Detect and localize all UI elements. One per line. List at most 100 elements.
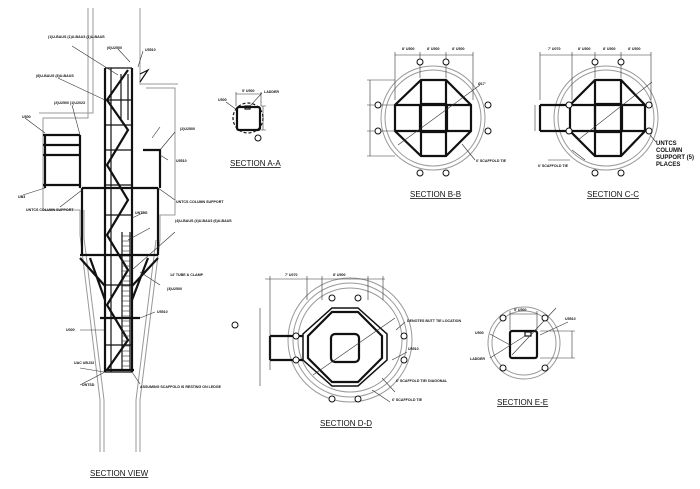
anchor-bolt [591,58,599,66]
b-dim-3: 8' U500 [452,47,464,51]
anchor-bolt [442,58,450,66]
a-ladder: LADDER [264,90,279,94]
section-d-title: SECTION D-D [320,419,372,428]
anchor-bolt [374,127,382,135]
anchor-bolt [617,58,625,66]
d-tie: 6' SCAFFOLD TIE [392,398,423,402]
e-dim: 5' U500 [514,308,526,312]
callout-left-support: UNTCS COLUMN SUPPORT [26,208,74,212]
callout-top-bays: (1)U-BAUS (1)U-BAU3 (1)U-BAUS [48,35,105,39]
callout-u500: U500 [22,115,31,119]
callout-tube: 14' TUBE & CLAMP [170,273,204,277]
anchor-bolt [565,127,573,135]
platform-mid [80,186,158,255]
right-bracket [143,148,162,188]
section-c-c: 7' U070 8' U500 8' U500 8' U500 6' SCAFF… [534,47,659,199]
callout-u2500-right: (2)U2500 [180,127,195,131]
callout-right-support: UNTCS COLUMN SUPPORT [176,200,224,204]
callout-bearing: ASSUMING SCAFFOLD IS RESTING ON LEDGE [140,385,222,389]
anchor-bolt [499,314,507,322]
c-dim-1: 7' U070 [548,47,560,51]
anchor-bolt [617,169,625,177]
b-dim-1: 8' U500 [402,47,414,51]
anchor-bolt [645,101,653,109]
anchor-bolt [541,314,549,322]
anchor-bolt [499,364,507,372]
d-u5510: U5510 [408,347,419,351]
d-tie-location: DENOTES BUTT TIE LOCATION [407,319,461,323]
section-c-title: SECTION C-C [587,190,639,199]
ladder-rungs [122,235,130,367]
anchor-bolt [292,332,300,340]
anchor-bolt [484,101,492,109]
callout-u5510-right: U5510 [176,159,187,163]
d-diagonal: 6' SCAFFOLD TIE/ DIAGONAL [396,379,448,383]
right-wall-outer [139,8,178,85]
anchor-bolt [645,127,653,135]
callout-leaders [22,45,176,386]
scaffold-tower [103,67,134,373]
e-ladder: LADDER [470,357,485,361]
anchor-bolt [354,395,362,403]
section-view-title: SECTION VIEW [90,469,149,478]
anchor-bolt [442,169,450,177]
c-dim-4: 8' U500 [628,47,640,51]
section-b-title: SECTION B-B [410,190,461,199]
b-dim-2: 8' U500 [427,47,439,51]
top-bracket [139,68,150,83]
section-view: (1)U-BAUS (1)U-BAU3 (1)U-BAUS (6)U2500 U… [18,8,232,478]
left-wall-outer [42,8,101,452]
callout-u2500-left: (2)U2500 (1)U2023 [54,101,85,105]
anchor-bolt [328,395,336,403]
left-wall-line [83,210,105,452]
c-dim-2: 8' U500 [578,47,590,51]
left-wall-inner [39,8,94,114]
callout-u5510-top: U5510 [145,48,156,52]
callout-bays-2: (8)U-BAUS (8)U-BAUS [36,74,74,78]
callout-untsg: UNTSG [135,211,148,215]
b-tie: 6' SCAFFOLD TIE [476,159,507,163]
callout-u2500-low: (3)U2500 [167,287,182,291]
section-e-title: SECTION E-E [497,398,548,407]
d-dim-1: 7' U070 [285,273,297,277]
anchor-bolt [484,127,492,135]
callout-uac: UAC UBJ33 [74,361,94,365]
a-dim: 5' U500 [242,89,254,93]
c-support: UNTCS COLUMN SUPPORT (5) PLACES [656,141,695,168]
b-radius: Ø17' [478,82,486,86]
anchor-bolts [231,58,653,403]
e-u500: U500 [475,331,484,335]
section-e-e: 5' U500 U500 LADDER U5510 SECTION E-E [470,306,576,407]
anchor-bolt [416,169,424,177]
callout-ub3: UB3 [18,195,25,199]
section-a-title: SECTION A-A [230,159,281,168]
callout-untsd: UNTSD [82,383,95,387]
anchor-bolt [416,58,424,66]
upper-ladder [120,74,129,120]
anchor-bolt [231,321,239,329]
anchor-bolt [354,294,362,302]
callout-u5510-low: U5510 [157,310,168,314]
anchor-bolt [541,364,549,372]
anchor-bolt [591,169,599,177]
anchor-bolt [400,332,408,340]
right-wall-line [135,239,157,452]
cone-bracing [79,257,159,301]
anchor-bolt [400,356,408,364]
left-extension-scaffold [43,133,82,188]
section-d-d: 7' U070 8' U500 DENOTES BUTT TIE LOCATIO… [259,273,461,428]
section-a-a: 5' U500 LADDER U500 SECTION A-A [218,89,281,168]
anchor-bolt [254,134,262,142]
c-dim-3: 8' U500 [603,47,615,51]
callout-u000: U000 [66,328,75,332]
anchor-bolt [292,356,300,364]
a-u500: U500 [218,98,227,102]
callout-u2500-top: (6)U2500 [107,46,122,50]
callout-bays-3: (4)U-BAUS (4)U-BAU3 (6)U-BAUS [175,219,232,223]
section-b-b: 8' U500 8' U500 8' U500 Ø17' 6' SCAFFOLD… [367,47,507,199]
anchor-bolt [565,101,573,109]
right-wall-inner [139,87,176,452]
d-dim-2: 8' U500 [333,273,345,277]
